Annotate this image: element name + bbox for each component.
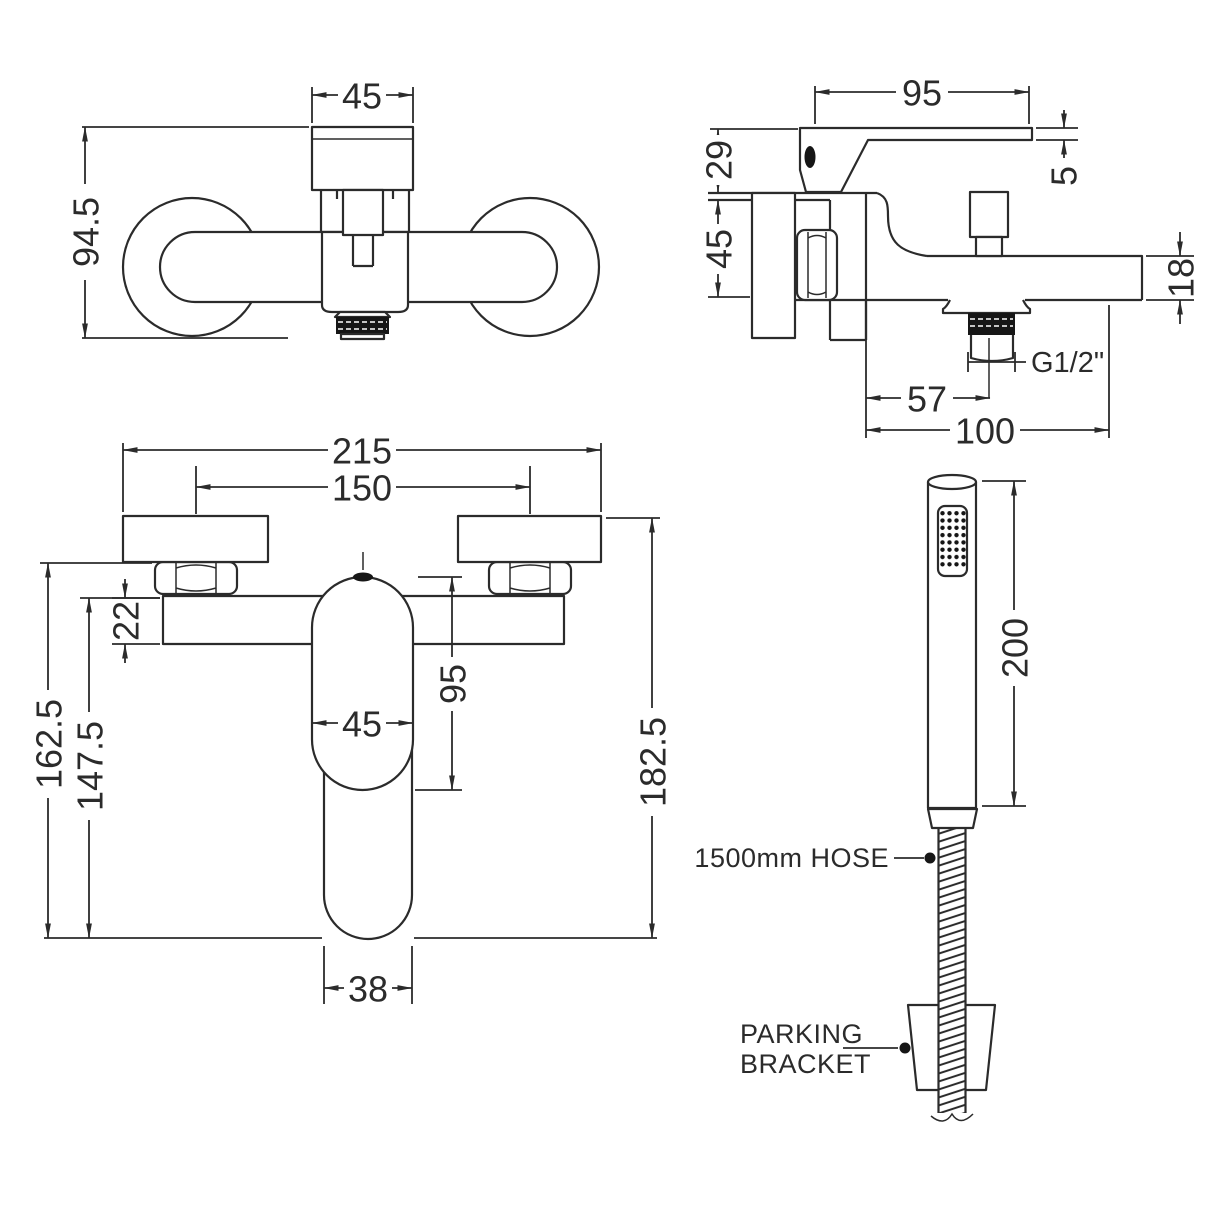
connector-nut-front-left <box>153 560 239 596</box>
nut-right-facets <box>509 563 551 593</box>
lever-pivot-dot <box>804 146 816 168</box>
valve-body-plan <box>310 125 415 341</box>
dim-text-front-handle-length: 95 <box>433 664 474 704</box>
dim-text-plan-width: 45 <box>342 76 382 117</box>
shower-hose <box>930 828 974 1122</box>
dim-front-height-underside: 162.5 <box>29 562 152 939</box>
spray-nozzle-dots <box>940 510 966 569</box>
bracket-label-line1: PARKING <box>740 1019 863 1049</box>
hose-label-text: 1500mm HOSE <box>694 843 889 873</box>
dim-text-side-projection: 100 <box>955 411 1015 452</box>
neck-lines <box>319 190 411 232</box>
dim-front-height-body: 147.5 <box>70 597 160 939</box>
dim-handset-length: 200 <box>982 480 1036 807</box>
plan-view: 45 94.5 <box>66 76 601 341</box>
shower-outlet-side <box>941 299 1032 398</box>
nut-right <box>487 560 573 596</box>
outlet-thread <box>968 313 1015 335</box>
dim-text-side-handle-rise: 29 <box>699 140 740 180</box>
dim-text-side-reach: 95 <box>902 73 942 114</box>
lever-stem-plan <box>351 235 375 268</box>
bracket-callout: PARKING BRACKET <box>740 1019 911 1079</box>
dim-text-plan-depth: 94.5 <box>66 197 107 267</box>
dim-text-front-height-overall: 182.5 <box>633 717 674 807</box>
hose-callout: 1500mm HOSE <box>694 843 936 873</box>
hose-corrugation <box>938 828 966 1113</box>
dim-front-lever-width: 38 <box>323 946 413 1010</box>
cartridge-top-dot <box>353 572 373 582</box>
dim-front-handle-width: 45 <box>311 704 414 745</box>
outlet-thread-plan <box>336 317 389 334</box>
valve-block <box>320 230 410 314</box>
dim-text-front-lever-width: 38 <box>348 969 388 1010</box>
dim-text-side-lever-thickness: 5 <box>1044 166 1085 186</box>
top-cap <box>310 125 415 192</box>
nut-body <box>795 228 839 302</box>
dim-text-front-handle-width: 45 <box>342 704 382 745</box>
cartridge-oval-front <box>310 575 415 792</box>
knob-square <box>968 190 1010 239</box>
front-view: 215 150 22 95 45 <box>29 431 674 1010</box>
dim-front-height-overall: 182.5 <box>606 517 674 939</box>
knob-stem <box>974 235 1004 258</box>
nut-left <box>153 560 239 596</box>
diverter-knob <box>968 190 1010 258</box>
dim-plan-depth: 94.5 <box>66 126 309 339</box>
dim-side-body-height: 45 <box>699 199 750 298</box>
dim-side-outlet-offset: 57 <box>865 340 991 438</box>
thread-label-text: G1/2" <box>1031 347 1104 379</box>
dim-front-overall-width: 215 <box>122 431 602 512</box>
thread-texture <box>338 321 387 330</box>
hose-break <box>930 1112 974 1122</box>
lever-side <box>798 126 1034 194</box>
bracket-leader-dot <box>899 1042 911 1054</box>
outlet-flare <box>941 299 1032 315</box>
dim-side-projection: 100 <box>865 305 1110 452</box>
dim-text-side-spout-height: 18 <box>1161 258 1202 298</box>
dim-front-handle-length: 95 <box>415 576 474 791</box>
wand-top-ellipse <box>926 473 978 491</box>
outlet-lip-plan <box>339 332 386 341</box>
nut-facets <box>807 232 827 298</box>
connector-nut-side <box>795 228 839 302</box>
lever-handle-side <box>798 126 1034 194</box>
hose-leader-dot <box>924 852 936 864</box>
outlet-flare-plan <box>333 310 392 319</box>
spout-outline <box>795 254 1144 302</box>
thread-callout: G1/2" <box>967 347 1104 379</box>
dim-front-body-depth: 22 <box>106 579 160 663</box>
handset-view: 200 1500mm HOSE PARKING BRACKET <box>694 473 1036 1122</box>
handset-wand <box>926 473 979 830</box>
dim-text-front-height-underside: 162.5 <box>29 699 70 789</box>
dim-side-reach: 95 <box>814 73 1030 124</box>
outlet-thread-texture <box>970 318 1013 327</box>
wall-flange-front-left <box>121 514 270 564</box>
wall-plate-side <box>750 191 797 340</box>
dim-text-side-outlet-offset: 57 <box>907 379 947 420</box>
dim-side-spout-height: 18 <box>1146 232 1202 324</box>
dim-front-fixing-centres: 150 <box>195 466 531 514</box>
side-view: 95 29 5 45 <box>699 73 1202 452</box>
hose-fitting <box>926 807 979 830</box>
dim-text-side-body-height: 45 <box>699 229 740 269</box>
connector-nut-front-right <box>487 560 573 596</box>
nut-left-facets <box>175 563 217 593</box>
dim-plan-width: 45 <box>311 76 414 123</box>
dim-text-handset-length: 200 <box>995 618 1036 678</box>
dim-side-lever-thickness: 5 <box>1036 110 1085 186</box>
wall-flange-front-right <box>456 514 603 564</box>
dim-text-front-overall-width: 215 <box>332 431 392 472</box>
body-spout-fillet <box>876 191 928 258</box>
dim-text-front-body-depth: 22 <box>106 601 147 641</box>
dim-text-front-height-body: 147.5 <box>70 721 111 811</box>
hose-edges <box>937 828 967 1113</box>
outlet-cylinder <box>969 335 1015 363</box>
lever-plan <box>341 188 385 237</box>
dim-text-front-fixing-centres: 150 <box>332 468 392 509</box>
dim-side-handle-rise: 29 <box>699 128 798 193</box>
bracket-label-line2: BRACKET <box>740 1049 871 1079</box>
